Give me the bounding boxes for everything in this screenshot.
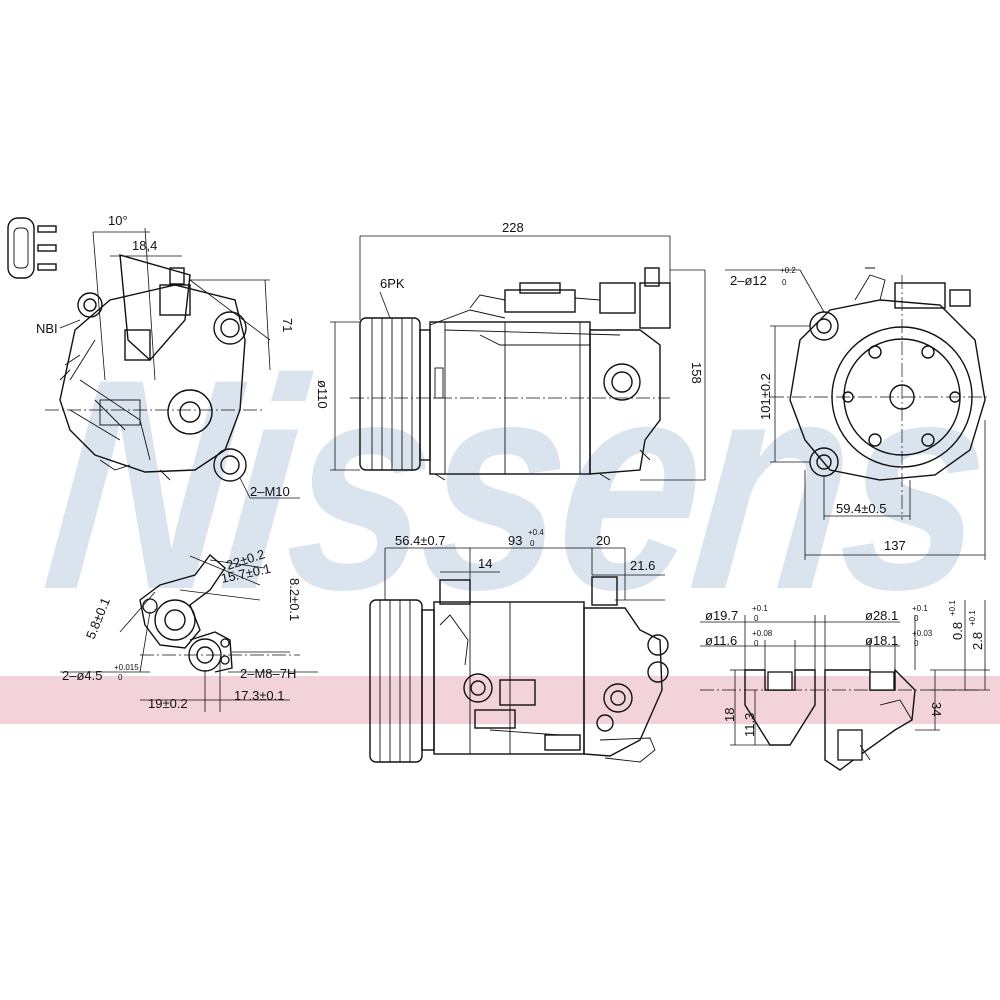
front-view: 2–ø12 +0.2 0 101±0.2 59.4±0.5 137 [725, 266, 990, 560]
port-holes-label: 2–ø4.5 [62, 668, 102, 683]
depth-b-label: 2.8 [970, 632, 985, 650]
d-inner-left: ø11.6 [705, 633, 737, 648]
port-angle-dim: 8.2±0.1 [287, 578, 302, 621]
tol-zero-1: 0 [754, 614, 759, 623]
thread-label: 2–M8–7H [240, 666, 296, 681]
d-outer-right-tol: +0.1 [912, 604, 928, 613]
pulley-diameter-label: ø110 [315, 380, 330, 409]
height-b-label: 11.3 [742, 713, 757, 737]
connector-view: 10° 18,4 71 NBI 2–M10 [36, 213, 300, 499]
dim-e-label: 21.6 [630, 558, 655, 573]
depth-a-label: 0.8 [950, 622, 965, 640]
hole-spacing-label: 59.4±0.5 [836, 501, 887, 516]
port-dim-b: 17.3±0.1 [234, 688, 285, 703]
side-view: 228 6PK ø110 158 [315, 220, 706, 481]
port-dim-a: 19±0.2 [148, 696, 188, 711]
height-dim-label: 101±0.2 [758, 373, 773, 420]
dim-d-label: 14 [478, 556, 492, 571]
dim-top-label: 18,4 [132, 238, 157, 253]
angle-label: 10° [108, 213, 128, 228]
belt-label: 6PK [380, 276, 405, 291]
connector-label: NBI [36, 321, 58, 336]
tol-zero-4: 0 [914, 639, 919, 648]
section-view: ø19.7 +0.1 0 ø11.6 +0.08 0 ø28.1 +0.1 0 … [700, 600, 990, 771]
dim-c-label: 20 [596, 533, 610, 548]
port-holes-tol-upper: +0.015 [114, 663, 139, 672]
bottom-view: 56.4±0.7 93 +0.4 0 20 14 21.6 [369, 528, 669, 763]
width-label: 137 [884, 538, 906, 553]
dim-side-label: 71 [280, 318, 295, 332]
height-a-label: 18 [722, 708, 737, 722]
dim-b-tol-lower: 0 [530, 539, 535, 548]
length-label: 228 [502, 220, 524, 235]
height-label: 158 [689, 362, 704, 384]
watermark: Nissens [33, 317, 998, 652]
port-holes-tol-lower: 0 [118, 673, 123, 682]
dim-a-label: 56.4±0.7 [395, 533, 446, 548]
connector-plug [7, 217, 57, 279]
d-inner-right-tol: +0.03 [912, 629, 933, 638]
watermark-text: Nissens [33, 317, 998, 652]
height-c-label: 34 [929, 702, 944, 716]
d-inner-right: ø18.1 [865, 633, 898, 648]
holes-label: 2–ø12 [730, 273, 767, 288]
d-outer-left: ø19.7 [705, 608, 738, 623]
depth-b-tol: +0.1 [968, 610, 977, 626]
tol-zero-3: 0 [914, 614, 919, 623]
depth-a-tol: +0.1 [948, 600, 957, 616]
tol-zero-2: 0 [754, 639, 759, 648]
d-outer-left-tol: +0.1 [752, 604, 768, 613]
dim-b-label: 93 [508, 533, 522, 548]
dim-b-tol-upper: +0.4 [528, 528, 544, 537]
d-outer-right: ø28.1 [865, 608, 898, 623]
d-inner-left-tol: +0.08 [752, 629, 773, 638]
holes-tol-lower: 0 [782, 278, 787, 287]
mount-label: 2–M10 [250, 484, 290, 499]
holes-tol-upper: +0.2 [780, 266, 796, 275]
